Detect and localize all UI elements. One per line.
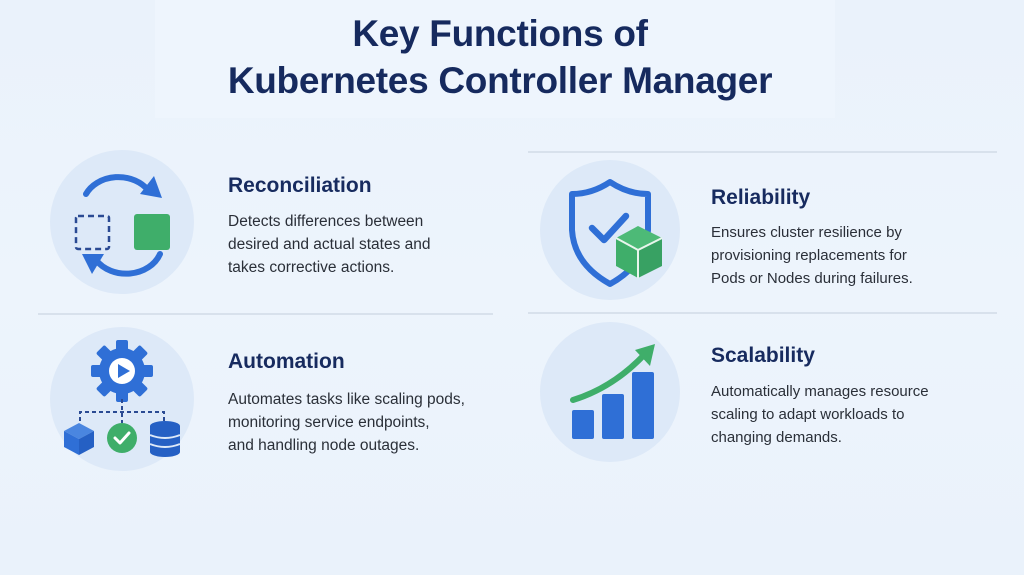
card-title: Reliability [711,186,811,209]
card-description: Ensures cluster resilience by provisioni… [711,224,913,287]
divider-right-top [528,151,997,153]
title-banner [155,0,835,118]
card-description: Detects differences between desired and … [228,213,431,276]
gear-play-workflow-icon [50,327,194,471]
divider-right-middle [528,312,997,314]
title-line-1: Key Functions of [352,13,648,54]
card-title: Reconciliation [228,174,372,197]
card-title: Scalability [711,344,815,367]
card-description: Automates tasks like scaling pods, monit… [228,391,465,454]
growth-bar-chart-icon [540,322,680,462]
title-line-2: Kubernetes Controller Manager [227,60,773,101]
divider-left-middle [38,313,493,315]
card-title: Automation [228,350,345,373]
shield-check-cube-icon [540,160,680,300]
page-title: Key Functions of Kubernetes Controller M… [0,10,1000,104]
reconcile-cycle-icon [50,150,194,294]
card-description: Automatically manages resource scaling t… [711,383,929,446]
